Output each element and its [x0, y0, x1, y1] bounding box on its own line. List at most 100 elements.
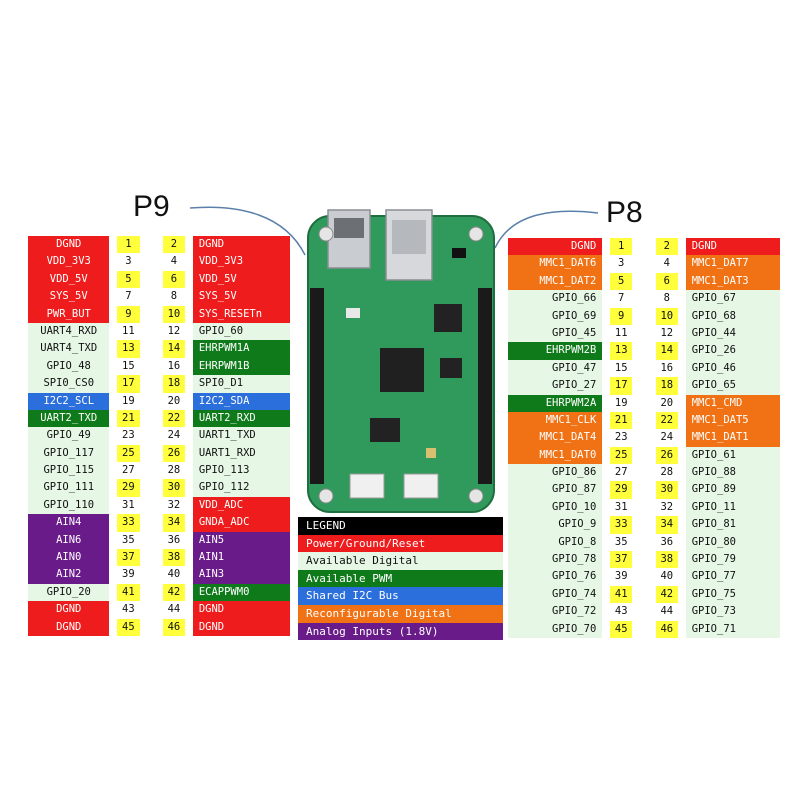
- p9-pin-number: 39: [117, 566, 140, 584]
- p8-pin-name-right: GPIO_61: [685, 446, 780, 465]
- p8-pin-number: 26: [655, 446, 678, 465]
- p8-pin-number: 25: [610, 446, 633, 465]
- p9-pin-name-right: GPIO_60: [192, 322, 290, 341]
- p8-pin-name-left: GPIO_10: [508, 498, 603, 517]
- p9-gap: [109, 409, 118, 428]
- p8-gap: [677, 394, 686, 412]
- p9-pin-name-left: UART4_TXD: [28, 340, 110, 358]
- p9-gap: [109, 514, 118, 532]
- p9-pin-number: 43: [117, 601, 140, 619]
- p9-gap: [185, 514, 193, 532]
- p9-gap: [185, 236, 193, 254]
- p8-gap: [602, 446, 611, 465]
- p9-pin-number: 21: [117, 409, 140, 428]
- p9-pin-name-left: UART2_TXD: [28, 409, 110, 428]
- p8-gap: [677, 238, 686, 256]
- p9-gap: [109, 462, 118, 480]
- p8-pin-name-right: GPIO_71: [685, 620, 780, 638]
- p8-pin-name-left: GPIO_45: [508, 324, 603, 343]
- p9-gap: [185, 375, 193, 393]
- led-component: [346, 308, 360, 318]
- p8-pin-name-right: GPIO_77: [685, 568, 780, 586]
- p8-pin-number: 17: [610, 377, 633, 395]
- p8-pin-number: 40: [655, 568, 678, 586]
- p9-pin-number: 26: [162, 444, 186, 463]
- p9-pin-number: 35: [117, 531, 140, 550]
- p9-sep: [139, 357, 163, 376]
- p9-pin-number: 11: [117, 322, 140, 341]
- p9-gap: [185, 479, 193, 497]
- p9-gap: [185, 288, 193, 306]
- p8-pin-name-left: MMC1_DAT0: [508, 446, 603, 465]
- p9-gap: [185, 322, 193, 341]
- p8-sep: [632, 481, 656, 499]
- p8-gap: [677, 446, 686, 465]
- p9-gap: [185, 340, 193, 358]
- p9-pin-name-left: GPIO_111: [28, 479, 110, 497]
- p8-pin-number: 46: [655, 620, 678, 638]
- p8-pin-number: 37: [610, 551, 633, 569]
- mount-hole-bottom-right: [468, 488, 484, 504]
- p9-sep: [139, 236, 163, 254]
- p8-sep: [632, 533, 656, 552]
- p8-pin-name-left: MMC1_DAT6: [508, 255, 603, 273]
- p8-pin-name-left: DGND: [508, 238, 603, 256]
- p9-pin-name-left: GPIO_48: [28, 357, 110, 376]
- p8-pin-name-left: MMC1_DAT2: [508, 272, 603, 291]
- mount-hole-bottom-left: [318, 488, 334, 504]
- p8-pin-number: 19: [610, 394, 633, 412]
- p8-gap: [602, 377, 611, 395]
- p9-pin-name-right: SYS_5V: [192, 288, 290, 306]
- p8-pin-number: 34: [655, 516, 678, 534]
- p9-pin-name-left: AIN2: [28, 566, 110, 584]
- p8-gap: [602, 324, 611, 343]
- p9-gap: [109, 357, 118, 376]
- ethernet-port-inner: [392, 220, 426, 254]
- p8-sep: [632, 446, 656, 465]
- p9-gap: [109, 253, 118, 271]
- p9-gap: [109, 375, 118, 393]
- p9-gap: [109, 618, 118, 636]
- p9-pin-name-right: ECAPPWM0: [192, 583, 290, 602]
- p8-sep: [632, 516, 656, 534]
- p9-sep: [139, 427, 163, 445]
- p8-gap: [677, 255, 686, 273]
- p8-pin-name-right: GPIO_44: [685, 324, 780, 343]
- p8-pin-number: 38: [655, 551, 678, 569]
- p8-sep: [632, 429, 656, 447]
- p9-gap: [109, 427, 118, 445]
- p9-sep: [139, 305, 163, 323]
- p8-pin-number: 13: [610, 342, 633, 360]
- p8-gap: [677, 516, 686, 534]
- p8-pin-name-right: GPIO_68: [685, 307, 780, 325]
- p9-pin-name-right: DGND: [192, 618, 290, 636]
- p8-sep: [632, 377, 656, 395]
- p8-gap: [677, 481, 686, 499]
- p8-pin-number: 23: [610, 429, 633, 447]
- p9-gap: [109, 496, 118, 515]
- p9-pin-name-left: DGND: [28, 601, 110, 619]
- mount-hole-top-right: [468, 226, 484, 242]
- p9-pin-number: 22: [162, 409, 186, 428]
- p8-pin-name-right: GPIO_11: [685, 498, 780, 517]
- p8-pin-number: 4: [655, 255, 678, 273]
- p9-pin-number: 24: [162, 427, 186, 445]
- p9-pin-name-left: GPIO_117: [28, 444, 110, 463]
- p9-gap: [109, 392, 118, 410]
- p8-gap: [677, 342, 686, 360]
- p8-pin-name-right: GPIO_81: [685, 516, 780, 534]
- p9-pin-number: 33: [117, 514, 140, 532]
